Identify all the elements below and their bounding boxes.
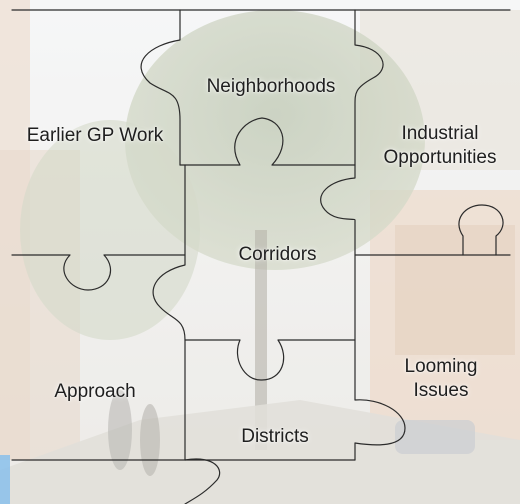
cut-vertical-right-lower bbox=[354, 254, 406, 461]
piece-approach[interactable]: Approach bbox=[12, 380, 178, 404]
piece-industrial-opportunities-line-2: Opportunities bbox=[383, 147, 497, 168]
cut-left-upper bbox=[140, 9, 181, 166]
piece-neighborhoods-label: Neighborhoods bbox=[206, 76, 336, 97]
cut-vertical-left-lower bbox=[184, 339, 221, 504]
pedestrian-2 bbox=[140, 404, 160, 476]
piece-earlier-gp-work[interactable]: Earlier GP Work bbox=[12, 124, 178, 148]
piece-industrial-opportunities-line-1: Industrial bbox=[401, 123, 479, 144]
cut-vertical-left bbox=[152, 164, 186, 341]
piece-districts-label: Districts bbox=[241, 426, 309, 447]
piece-looming-issues-line-2: Issues bbox=[413, 380, 469, 401]
tree-trunk bbox=[255, 230, 267, 450]
piece-districts[interactable]: Districts bbox=[185, 425, 365, 449]
car bbox=[395, 420, 475, 454]
piece-looming-issues-line-1: Looming bbox=[404, 356, 478, 377]
cut-horizontal-left bbox=[11, 254, 186, 291]
piece-corridors-label: Corridors bbox=[238, 244, 317, 265]
piece-earlier-gp-work-label: Earlier GP Work bbox=[26, 125, 164, 146]
tree-canopy bbox=[125, 10, 425, 270]
piece-looming-issues[interactable]: Looming Issues bbox=[362, 355, 520, 403]
cut-horizontal-upper bbox=[179, 117, 356, 166]
pedestrian-1 bbox=[108, 390, 132, 470]
piece-industrial-opportunities[interactable]: Industrial Opportunities bbox=[360, 122, 520, 170]
piece-neighborhoods[interactable]: Neighborhoods bbox=[180, 75, 362, 99]
cut-right-upper bbox=[354, 9, 384, 166]
piece-approach-label: Approach bbox=[54, 381, 136, 402]
left-edge-accent bbox=[0, 455, 10, 504]
puzzle-cut-lines bbox=[11, 9, 511, 504]
cut-horizontal-lower bbox=[184, 339, 356, 381]
cut-right-knob bbox=[458, 204, 504, 256]
right-building-facade bbox=[395, 225, 515, 355]
piece-corridors[interactable]: Corridors bbox=[190, 243, 365, 267]
cut-right-mid bbox=[320, 164, 511, 256]
